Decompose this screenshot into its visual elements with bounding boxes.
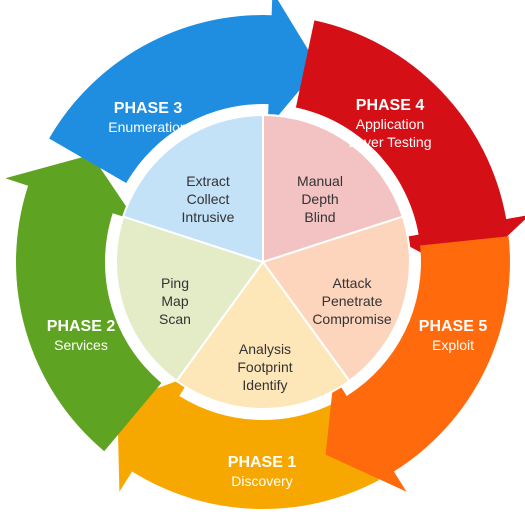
phase-5-title: PHASE 5 <box>419 318 488 335</box>
phase-4-inner-line-3: Blind <box>304 209 335 225</box>
phase-3-inner-line-3: Intrusive <box>182 209 235 225</box>
phase-5-inner-line-1: Attack <box>333 275 373 291</box>
phase-4-title: PHASE 4 <box>356 97 425 114</box>
phase-5-inner-line-3: Compromise <box>312 311 392 327</box>
phase-5-inner-wedge <box>261 215 411 383</box>
phase-1-ring-arrow <box>117 375 380 510</box>
phase-4-ring-arrow <box>295 20 525 277</box>
phase-1-inner-wedge <box>175 260 351 410</box>
phase-1-inner-line-3: Identify <box>242 377 287 393</box>
phase-3-title: PHASE 3 <box>114 100 183 117</box>
phase-1-title: PHASE 1 <box>228 454 297 471</box>
phase-3-inner-wedge <box>121 113 264 264</box>
phase-4-subtitle-line-2: Layer Testing <box>348 134 431 150</box>
phase-5-ring-arrow <box>325 236 510 492</box>
phase-4-inner-wedge <box>262 113 405 264</box>
phase-3-inner-line-1: Extract <box>186 173 230 189</box>
phase-4-inner-line-1: Manual <box>297 173 343 189</box>
phase-4-inner-line-2: Depth <box>301 191 338 207</box>
phase-1-inner-line-2: Footprint <box>237 359 292 375</box>
phase-5-inner-line-2: Penetrate <box>322 293 383 309</box>
phase-1-inner-line-1: Analysis <box>239 341 291 357</box>
phase-3-inner-line-2: Collect <box>187 191 230 207</box>
phase-5-subtitle: Exploit <box>432 337 474 353</box>
phase-2-inner-wedge <box>115 215 265 383</box>
phase-2-subtitle: Services <box>54 337 108 353</box>
phase-2-inner-line-2: Map <box>161 293 188 309</box>
phase-3-subtitle: Enumeration <box>108 119 187 135</box>
phase-2-ring-arrow <box>5 154 162 452</box>
phase-2-inner-line-3: Scan <box>159 311 191 327</box>
phase-3-ring-arrow <box>49 0 319 183</box>
phase-2-inner-line-1: Ping <box>161 275 189 291</box>
phase-2-title: PHASE 2 <box>47 318 116 335</box>
phase-1-subtitle: Discovery <box>231 473 292 489</box>
phase-4-subtitle-line-1: Application <box>356 116 425 132</box>
